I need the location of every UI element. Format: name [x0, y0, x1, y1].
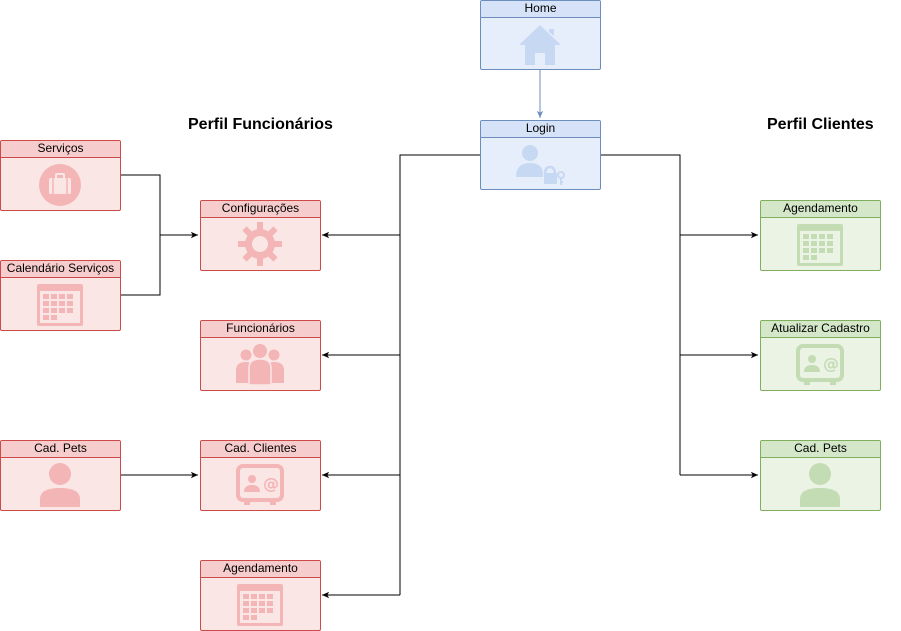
node-label: Home	[481, 1, 600, 18]
section-title-clientes: Perfil Clientes	[767, 116, 874, 133]
node-label: Agendamento	[761, 201, 880, 218]
node-label: Cad. Clientes	[201, 441, 320, 458]
edge-calendario-configuracoes	[120, 235, 161, 296]
node-atualizar-cadastro[interactable]: Atualizar Cadastro @	[760, 320, 881, 391]
contact-card-icon: @	[236, 464, 284, 505]
calendar-icon	[797, 224, 843, 266]
node-login[interactable]: Login	[480, 120, 601, 190]
section-title-funcionarios: Perfil Funcionários	[188, 116, 333, 133]
node-label: Login	[481, 121, 600, 138]
edge-login-func-trunk	[399, 154, 480, 595]
svg-text:@: @	[263, 474, 279, 493]
svg-text:@: @	[823, 354, 839, 373]
edge-servicos-configuracoes	[120, 174, 198, 239]
node-label: Funcionários	[201, 321, 320, 338]
node-calendario-servicos[interactable]: Calendário Serviços	[0, 260, 121, 331]
node-cad-pets-func[interactable]: Cad. Pets	[0, 440, 121, 511]
user-icon	[800, 463, 840, 507]
node-label: Configurações	[201, 201, 320, 218]
calendar-icon	[37, 284, 83, 326]
node-agendamento-func[interactable]: Agendamento	[200, 560, 321, 631]
calendar-icon	[237, 584, 283, 626]
node-agendamento-cli[interactable]: Agendamento	[760, 200, 881, 271]
node-label: Calendário Serviços	[1, 261, 120, 278]
node-cad-clientes[interactable]: Cad. Clientes @	[200, 440, 321, 511]
contact-card-icon: @	[796, 344, 844, 385]
group-icon	[236, 344, 284, 386]
node-cad-pets-cli[interactable]: Cad. Pets	[760, 440, 881, 511]
node-label: Cad. Pets	[761, 441, 880, 458]
user-icon	[40, 463, 80, 507]
node-label: Cad. Pets	[1, 441, 120, 458]
node-label: Agendamento	[201, 561, 320, 578]
node-funcionarios[interactable]: Funcionários	[200, 320, 321, 391]
node-label: Serviços	[1, 141, 120, 158]
node-configuracoes[interactable]: Configurações	[200, 200, 321, 271]
edge-login-cli-trunk	[600, 154, 681, 475]
node-servicos[interactable]: Serviços	[0, 140, 121, 211]
home-icon	[519, 25, 561, 65]
user-lock-icon	[516, 145, 565, 185]
gear-icon	[238, 222, 282, 266]
node-home[interactable]: Home	[480, 0, 601, 70]
briefcase-icon	[39, 164, 81, 206]
node-label: Atualizar Cadastro	[761, 321, 880, 338]
